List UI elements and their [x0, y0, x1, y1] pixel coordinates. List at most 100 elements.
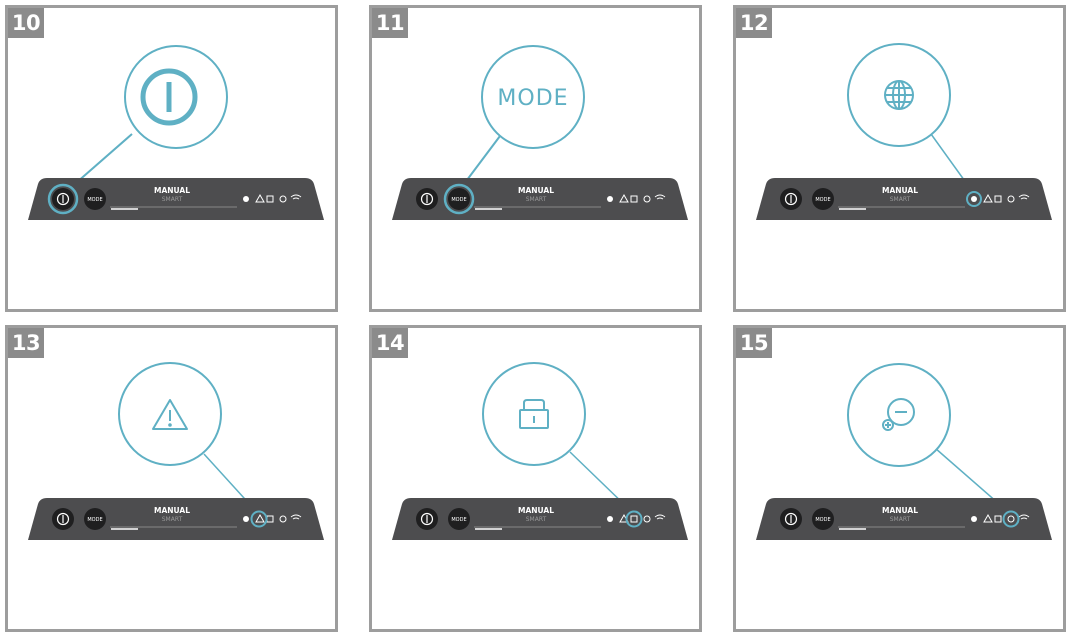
globe-indicator: [607, 516, 613, 522]
device-body: [756, 498, 1052, 540]
manual-label: MANUAL: [518, 186, 554, 195]
warning-indicator: [619, 193, 629, 203]
panel-number-badge: 11: [372, 8, 408, 38]
wifi-indicator: [654, 194, 666, 200]
device-panel: MODE MANUAL SMART: [28, 178, 324, 220]
warning-icon: [152, 399, 188, 430]
device-body: [756, 178, 1052, 220]
highlight-ring: [47, 183, 79, 215]
lock-indicator: [630, 195, 638, 203]
panel-number-badge: 10: [8, 8, 44, 38]
mode-text: MODE: [497, 86, 568, 111]
panel-illustration: MODE MANUAL SMART: [756, 43, 1052, 220]
mode-button[interactable]: [812, 508, 834, 530]
panel-number-badge: 14: [372, 328, 408, 358]
filter-indicator: [279, 515, 287, 523]
filter-indicator: [279, 195, 287, 203]
mode-button[interactable]: [84, 508, 106, 530]
wifi-indicator: [1018, 194, 1030, 200]
lock-indicator: [994, 515, 1002, 523]
manual-label: MANUAL: [882, 506, 918, 515]
panel-number-badge: 12: [736, 8, 772, 38]
mode-button-label: MODE: [87, 517, 102, 523]
zoom-callout-circle: [481, 45, 585, 149]
panel-13: 13 MODE MANUAL SMART: [5, 325, 338, 632]
wifi-indicator: [1018, 514, 1030, 520]
highlight-ring: [625, 510, 643, 528]
panel-illustration: MODE MANUAL SMART: [756, 363, 1052, 540]
smart-label: SMART: [162, 196, 183, 203]
warning-indicator: [983, 513, 993, 523]
panel-illustration: MODE MANUAL SMART: [28, 362, 324, 540]
panel-illustration: MODE MANUAL SMART MODE: [392, 45, 688, 220]
wifi-indicator: [290, 514, 302, 520]
filter-indicator: [643, 515, 651, 523]
smart-label: SMART: [890, 516, 911, 523]
globe-icon: [884, 80, 914, 110]
panel-number-badge: 15: [736, 328, 772, 358]
panel-15: 15 MODE MANUAL SMART: [733, 325, 1066, 632]
mode-button-label: MODE: [451, 197, 466, 203]
device-panel: MODE MANUAL SMART: [756, 178, 1052, 220]
smart-label: SMART: [162, 516, 183, 523]
filter-icon: [882, 398, 915, 431]
device-body: [28, 498, 324, 540]
highlight-ring: [966, 191, 982, 207]
zoom-callout-circle: [482, 362, 586, 466]
warning-indicator: [255, 513, 265, 523]
mode-button-label: MODE: [87, 197, 102, 203]
power-icon: [420, 192, 434, 206]
device-panel: MODE MANUAL SMART: [392, 498, 688, 540]
power-icon: [140, 68, 198, 126]
manual-label: MANUAL: [154, 186, 190, 195]
globe-indicator: [243, 516, 249, 522]
power-icon: [56, 512, 70, 526]
lock-indicator: [266, 195, 274, 203]
lock-indicator: [994, 195, 1002, 203]
wifi-indicator: [290, 194, 302, 200]
manual-label: MANUAL: [518, 506, 554, 515]
globe-indicator: [607, 196, 613, 202]
panel-12: 12 MODE MANUAL SMART: [733, 5, 1066, 312]
manual-label: MANUAL: [154, 506, 190, 515]
highlight-ring: [1002, 510, 1020, 528]
mode-button-label: MODE: [815, 517, 830, 523]
device-body: [392, 498, 688, 540]
highlight-ring: [250, 510, 268, 528]
panel-number-badge: 13: [8, 328, 44, 358]
mode-button[interactable]: [448, 188, 470, 210]
power-icon: [784, 512, 798, 526]
device-panel: MODE MANUAL SMART: [756, 498, 1052, 540]
smart-label: SMART: [526, 516, 547, 523]
smart-label: SMART: [890, 196, 911, 203]
globe-indicator: [243, 196, 249, 202]
panel-10: 10 MODE MANUAL SMART: [5, 5, 338, 312]
lock-icon: [519, 399, 549, 429]
warning-indicator: [255, 193, 265, 203]
globe-indicator: [971, 516, 977, 522]
device-body: [392, 178, 688, 220]
panel-14: 14 MODE MANUAL SMART: [369, 325, 702, 632]
mode-button[interactable]: [448, 508, 470, 530]
panel-illustration: MODE MANUAL SMART: [28, 45, 324, 220]
manual-label: MANUAL: [882, 186, 918, 195]
filter-indicator: [1007, 515, 1015, 523]
device-body: [28, 178, 324, 220]
wifi-indicator: [654, 514, 666, 520]
power-icon: [784, 192, 798, 206]
mode-button[interactable]: [84, 188, 106, 210]
filter-indicator: [1007, 195, 1015, 203]
lock-indicator: [630, 515, 638, 523]
device-panel: MODE MANUAL SMART: [28, 498, 324, 540]
zoom-callout-circle: [124, 45, 228, 149]
power-icon: [56, 192, 70, 206]
highlight-ring: [443, 183, 475, 215]
panel-11: 11 MODE MANUAL SMART M: [369, 5, 702, 312]
power-icon: [420, 512, 434, 526]
warning-indicator: [983, 193, 993, 203]
smart-label: SMART: [526, 196, 547, 203]
mode-button-label: MODE: [451, 517, 466, 523]
mode-button[interactable]: [812, 188, 834, 210]
mode-button-label: MODE: [815, 197, 830, 203]
